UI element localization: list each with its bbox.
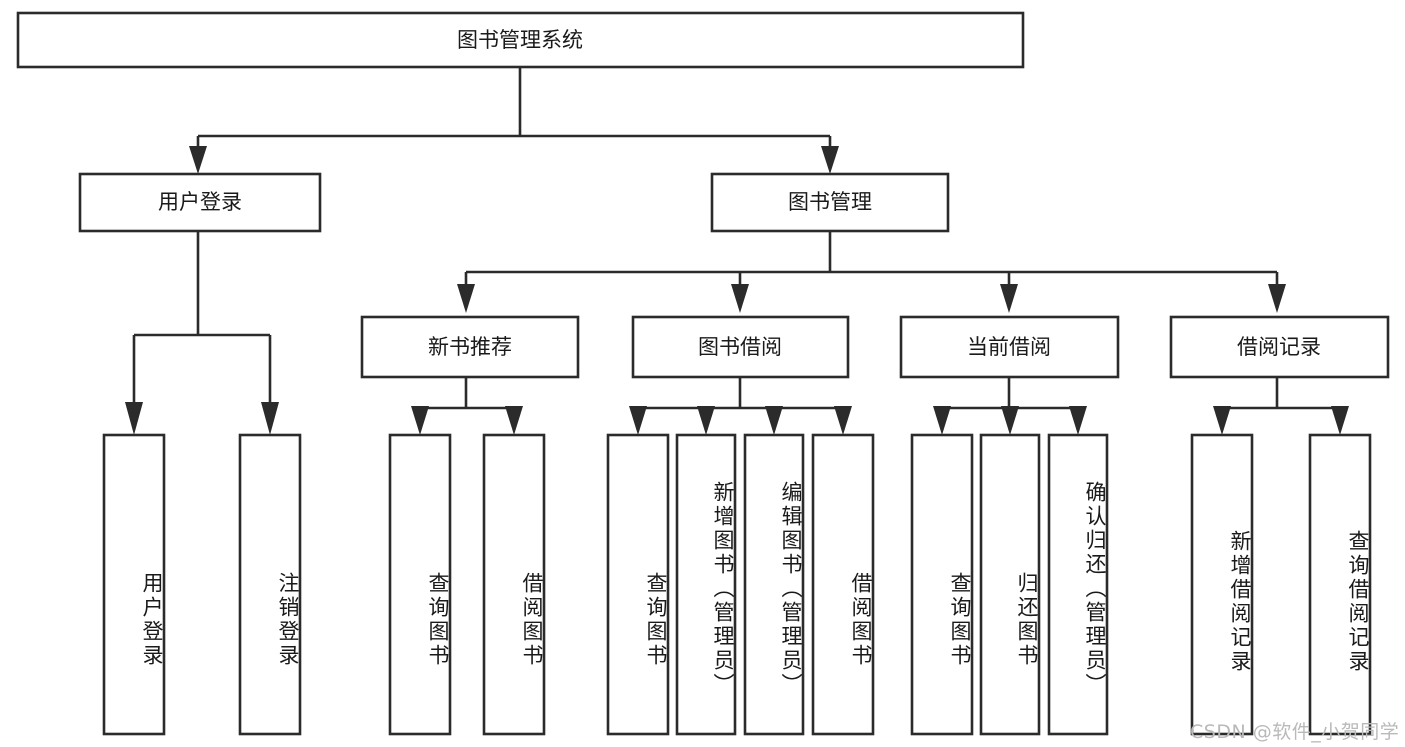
node-user-login[interactable]: 用户登录 [78,172,322,233]
arrow-head-user-login [189,146,207,174]
arrow-head-book-manage [821,146,839,174]
connector-group-borrow-record [1213,377,1349,435]
leaf-box-borrow-book-1[interactable] [482,433,546,736]
node-new-book-recommend-label: 新书推荐 [428,335,512,359]
leaf-box-borrow-book-2[interactable] [811,433,875,736]
arrow-head-leaf-add-record [1213,406,1231,435]
leaf-box-edit-book[interactable] [743,433,805,736]
arrow-head-leaf-query-record [1331,406,1349,435]
leaf-boxes-user-login [102,433,302,736]
node-user-login-box[interactable] [78,172,322,233]
leaf-box-return-book[interactable] [979,433,1041,736]
node-book-borrow[interactable]: 图书借阅 [631,315,850,379]
node-new-book-recommend-box[interactable] [360,315,580,379]
leaf-box-query-book-2[interactable] [606,433,670,736]
arrow-head-leaf-borrow-book-1 [505,406,523,435]
leaf-box-logout[interactable] [238,433,302,736]
leaf-box-query-record[interactable] [1308,433,1372,736]
leaf-box-add-book[interactable] [675,433,737,736]
leaf-box-query-book-1[interactable] [388,433,452,736]
node-borrow-record-label: 借阅记录 [1237,335,1321,359]
arrow-head-leaf-query-book-1 [411,406,429,435]
arrow-head-leaf-logout [261,402,279,435]
node-borrow-record-box[interactable] [1169,315,1390,379]
arrow-head-leaf-confirm-return [1069,406,1087,435]
csdn-watermark: CSDN @软件_小贺同学 [1190,721,1400,743]
node-root-box[interactable] [16,11,1025,69]
arrow-head-current-borrow [1000,284,1018,313]
leaf-box-add-record[interactable] [1190,433,1254,736]
arrow-head-leaf-query-book-2 [629,406,647,435]
node-book-manage-box[interactable] [710,172,950,233]
node-book-manage[interactable]: 图书管理 [710,172,950,233]
arrow-head-new-book-recommend [457,284,475,313]
node-book-borrow-box[interactable] [631,315,850,379]
node-book-borrow-label: 图书借阅 [698,335,782,359]
arrow-head-book-borrow [731,284,749,313]
arrow-head-borrow-record [1268,284,1286,313]
leaf-boxes-current-borrow [910,433,1109,736]
connector-group-root [189,67,839,174]
node-book-manage-label: 图书管理 [788,190,872,214]
arrow-head-leaf-query-book-3 [933,406,951,435]
node-root-label: 图书管理系统 [457,28,583,52]
node-current-borrow-label: 当前借阅 [967,335,1051,359]
leaf-boxes-book-borrow [606,433,875,736]
leaf-box-confirm-return[interactable] [1047,433,1109,736]
arrow-head-leaf-user-login [125,402,143,435]
node-borrow-record[interactable]: 借阅记录 [1169,315,1390,379]
node-user-login-label: 用户登录 [158,190,242,214]
node-new-book-recommend[interactable]: 新书推荐 [360,315,580,379]
leaf-box-query-book-3[interactable] [910,433,974,736]
connector-group-new-book-recommend [411,377,523,435]
leaf-box-user-login[interactable] [102,433,166,736]
node-current-borrow-box[interactable] [899,315,1120,379]
node-root[interactable]: 图书管理系统 [16,11,1025,69]
node-current-borrow[interactable]: 当前借阅 [899,315,1120,379]
arrow-head-leaf-borrow-book-2 [834,406,852,435]
arrow-head-leaf-add-book [697,406,715,435]
arrow-head-leaf-return-book [1001,406,1019,435]
connector-group-book-manage [457,231,1286,313]
arrow-head-leaf-edit-book [765,406,783,435]
connector-group-current-borrow [933,377,1087,435]
connector-group-user-login [125,231,279,435]
connector-group-book-borrow [629,377,852,435]
leaf-boxes-new-book-recommend [388,433,546,736]
leaf-boxes-borrow-record [1190,433,1372,736]
